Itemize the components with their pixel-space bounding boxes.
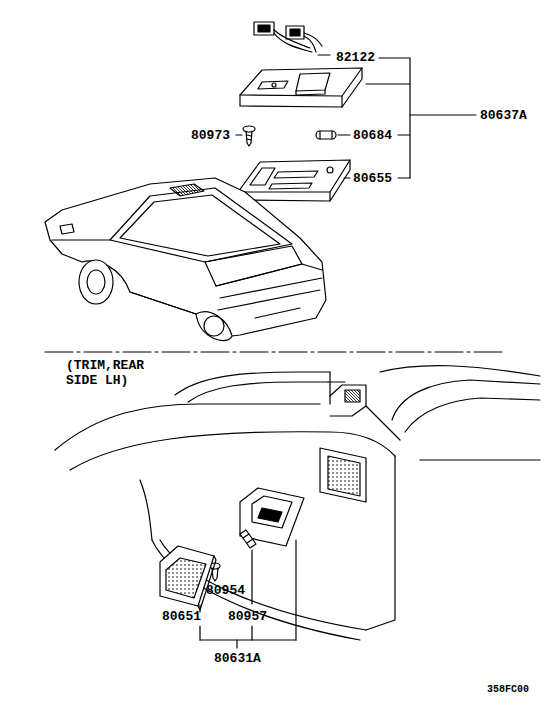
- screw: [236, 126, 255, 146]
- lamp-lens: [160, 546, 216, 610]
- bulb: [316, 131, 350, 139]
- callout-number: 80637A: [480, 108, 527, 123]
- lamp-lens: [238, 160, 350, 201]
- callout-number: 80954: [206, 583, 245, 598]
- location-note: (TRIM,REAR SIDE LH): [66, 358, 166, 388]
- callout-number: 80651: [162, 609, 201, 624]
- lamp-housing: [240, 68, 362, 107]
- car-body: [45, 178, 326, 341]
- section-divider: [45, 351, 505, 352]
- callout-number: 80684: [353, 128, 392, 143]
- callout-number: 80973: [191, 128, 230, 143]
- drawing-code: 358FC00: [487, 684, 529, 696]
- callout-number: 80631A: [214, 651, 261, 666]
- wire-harness: [254, 22, 330, 55]
- bracket-line: [200, 540, 296, 648]
- bulb: [240, 530, 256, 548]
- callout-number: 82122: [336, 50, 375, 65]
- callout-number: 80655: [353, 171, 392, 186]
- bracket-line: [366, 58, 476, 178]
- interior-trim: [55, 366, 540, 640]
- callout-number: 80957: [228, 609, 267, 624]
